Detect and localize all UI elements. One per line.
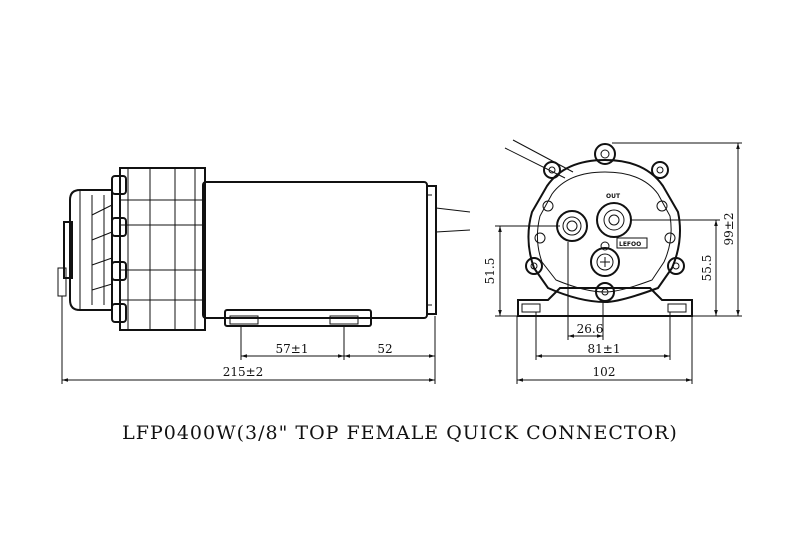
motor-end-cap <box>426 185 437 315</box>
dim-foot-hole-spacing: 57±1 <box>276 342 309 356</box>
brand-label: LEFOO <box>619 241 641 248</box>
dim-overall-length: 215±2 <box>223 365 264 379</box>
mounting-foot-front <box>517 287 693 317</box>
pump-head-outline <box>527 158 681 304</box>
pressure-switch <box>590 247 620 277</box>
pump-head-housing <box>119 167 206 331</box>
front-view: OUT LEFOO 26.6 81±1 102 <box>483 139 742 384</box>
power-cord-front <box>504 139 574 179</box>
outlet-port <box>596 202 632 238</box>
dim-front-foot-hole-spacing: 81±1 <box>588 342 621 356</box>
diaphragm-cover <box>69 189 113 311</box>
power-cord <box>435 207 471 233</box>
motor-body <box>202 181 428 319</box>
dim-foot-offset: 52 <box>377 342 392 356</box>
dim-center-height: 55.5 <box>700 255 714 282</box>
outlet-label: OUT <box>606 193 621 200</box>
side-view: 57±1 52 215±2 <box>57 167 471 384</box>
mounting-foot <box>224 309 372 327</box>
inlet-port <box>556 210 588 242</box>
dim-outlet-offset: 26.6 <box>577 322 604 336</box>
dim-overall-height: 99±2 <box>722 213 736 246</box>
dim-inlet-height: 51.5 <box>483 258 497 285</box>
dim-overall-width: 102 <box>593 365 616 379</box>
drawing-caption: LFP0400W(3/8" TOP FEMALE QUICK CONNECTOR… <box>122 422 678 444</box>
